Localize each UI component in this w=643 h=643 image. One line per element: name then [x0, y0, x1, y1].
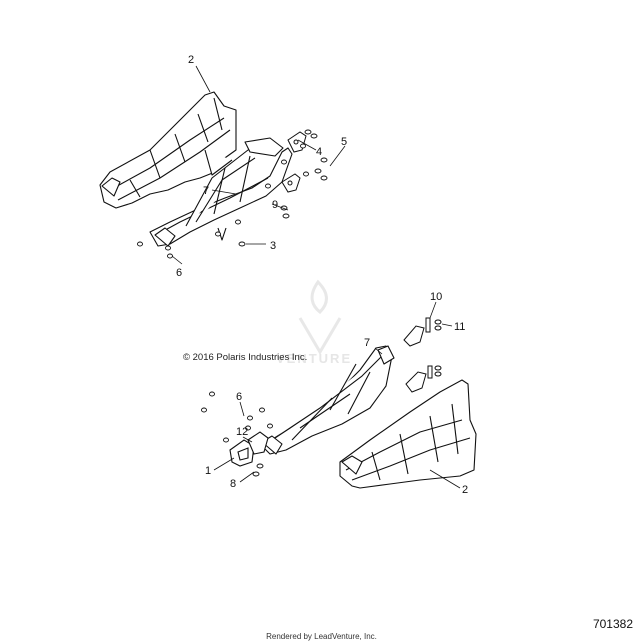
part-7-top-frame	[149, 137, 293, 247]
callout-labels: 2 4 5 7 9 3 6 10 11 7 6 12 1 8 2	[176, 54, 468, 496]
part-10-bracket	[403, 317, 431, 347]
copyright-text: © 2016 Polaris Industries Inc.	[183, 352, 308, 363]
part-2-top-panel	[99, 91, 237, 209]
callout-label: 7	[364, 337, 370, 349]
callout-label: 6	[176, 267, 182, 279]
part-11-fastener	[434, 319, 442, 331]
callout-label: 2	[188, 54, 194, 66]
callout-label: 3	[270, 240, 276, 252]
fasteners-bottom	[201, 391, 273, 477]
callout-label: 10	[430, 291, 442, 303]
callout-label: 8	[230, 478, 236, 490]
lower-right-bracket	[405, 365, 442, 393]
part-5-bracket	[281, 173, 301, 193]
part-1-bracket	[229, 439, 255, 467]
callout-label: 4	[316, 146, 322, 158]
leader-lines-bottom	[213, 301, 461, 489]
callout-label: 2	[462, 484, 468, 496]
part-12-bracket	[247, 431, 269, 455]
callout-label: 11	[454, 321, 465, 333]
part-2-bottom-panel	[339, 379, 477, 489]
leader-lines-top	[171, 65, 346, 265]
watermark-logo	[298, 279, 342, 355]
callout-label: 6	[236, 391, 242, 403]
watermark-text: VENTURE	[276, 351, 353, 366]
callout-label: 12	[236, 426, 248, 438]
diagram-id: 701382	[592, 617, 633, 631]
part-4-bracket	[287, 131, 307, 153]
rendered-by-footer: Rendered by LeadVenture, Inc.	[266, 632, 377, 641]
callout-label: 1	[205, 465, 211, 477]
callout-label: 5	[341, 136, 347, 148]
callout-label: 7	[203, 185, 209, 197]
callout-label: 9	[272, 199, 278, 211]
